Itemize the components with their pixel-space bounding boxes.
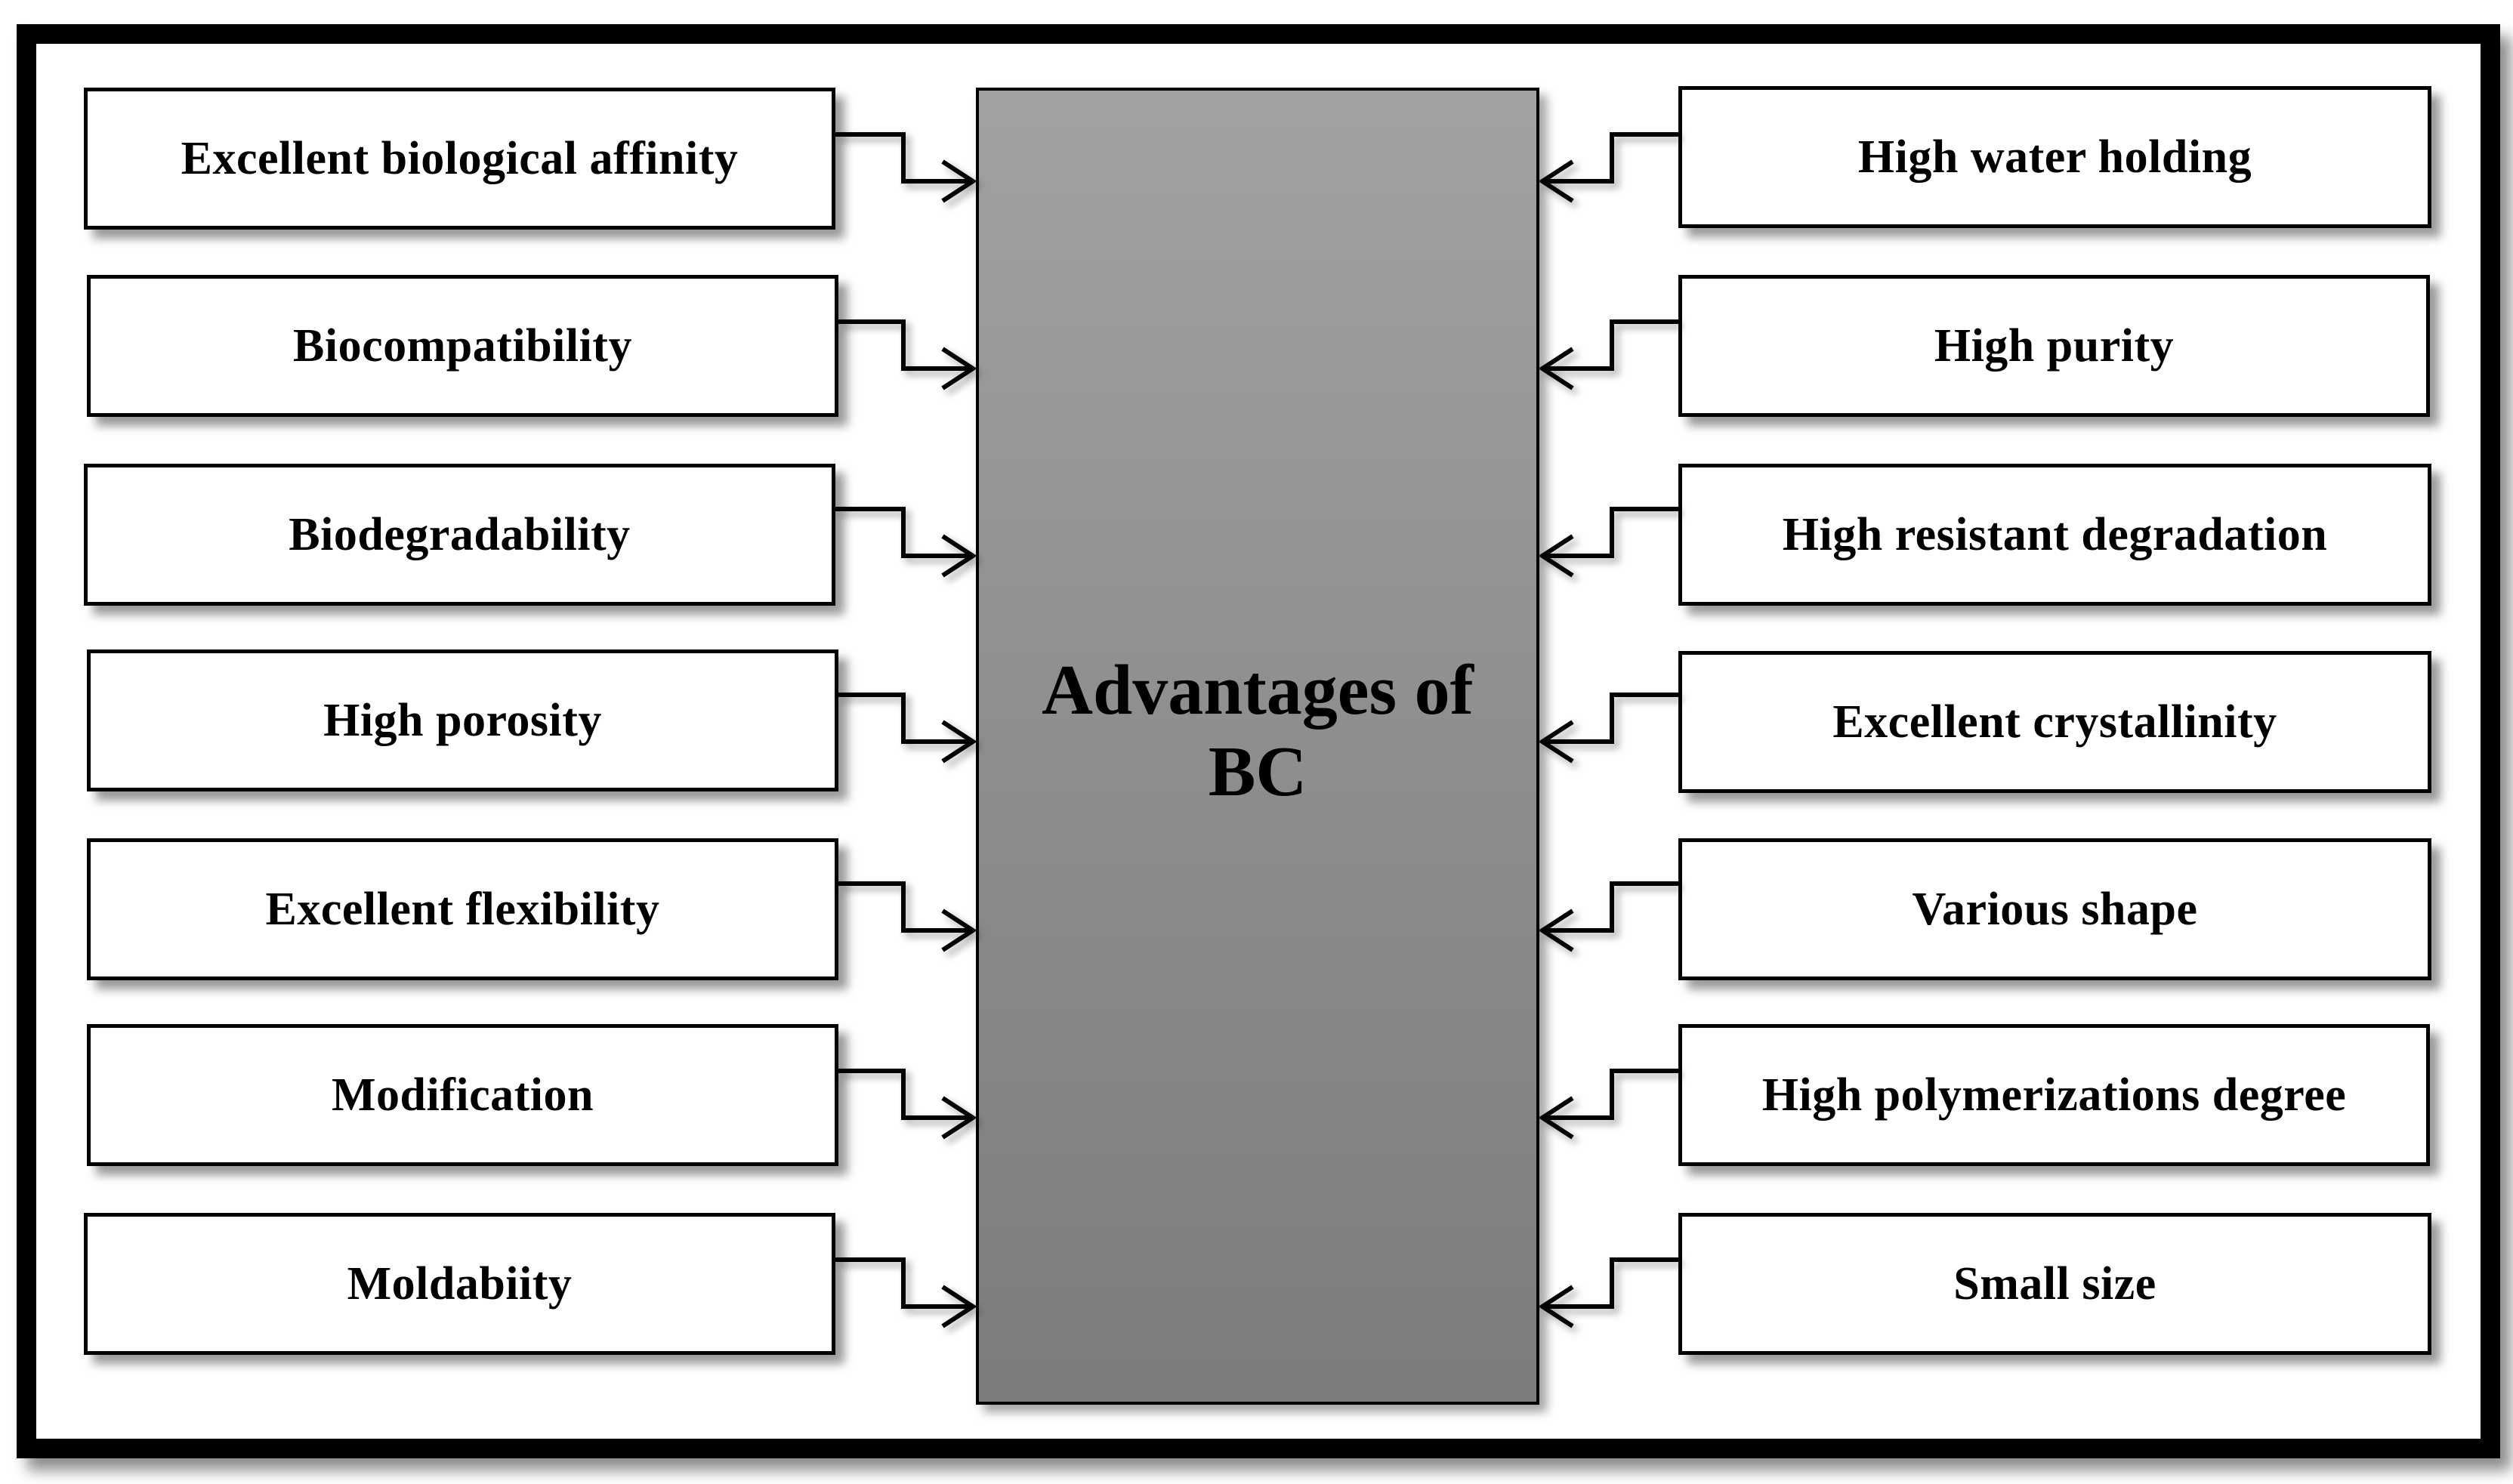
left-box-label: Biodegradability [289,508,631,560]
left-box-7: Moldabiity [84,1213,835,1355]
right-box-label: High polymerizations degree [1761,1069,2347,1121]
left-box-5: Excellent flexibility [87,838,838,980]
center-box: Advantages of BC [976,88,1539,1405]
right-box-label: High purity [1934,319,2175,372]
right-box-4: Excellent crystallinity [1678,651,2431,793]
left-box-label: Excellent biological affinity [181,132,739,184]
left-box-label: Excellent flexibility [265,883,660,935]
right-box-7: Small size [1678,1213,2431,1355]
center-title: Advantages of BC [979,649,1536,813]
right-box-label: High resistant degradation [1782,508,2328,560]
right-box-label: Excellent crystallinity [1832,696,2277,748]
right-box-label: Small size [1953,1257,2156,1310]
right-box-1: High water holding [1678,86,2431,228]
center-title-line2: BC [1208,733,1307,811]
left-box-label: Modification [332,1069,594,1121]
right-box-6: High polymerizations degree [1678,1024,2430,1166]
left-box-label: High porosity [323,694,602,746]
right-box-label: High water holding [1857,131,2252,183]
left-box-2: Biocompatibility [87,275,838,417]
left-box-6: Modification [87,1024,838,1166]
left-box-label: Moldabiity [347,1257,573,1310]
left-box-label: Biocompatibility [293,319,632,372]
center-title-line1: Advantages of [1042,651,1474,730]
right-box-5: Various shape [1678,838,2431,980]
right-box-label: Various shape [1912,883,2198,935]
right-box-2: High purity [1678,275,2430,417]
left-box-3: Biodegradability [84,464,835,606]
left-box-1: Excellent biological affinity [84,88,835,230]
right-box-3: High resistant degradation [1678,464,2431,606]
left-box-4: High porosity [87,649,838,791]
